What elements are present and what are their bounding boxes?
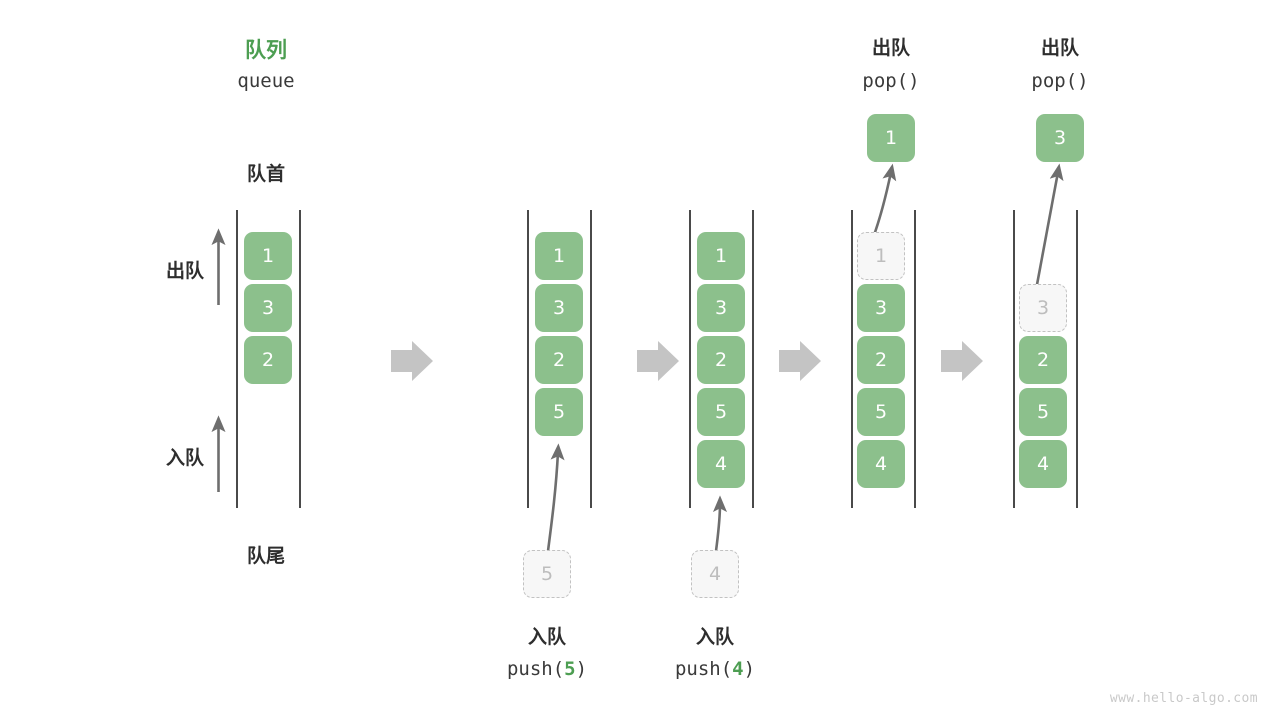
queue-cell: 2 — [697, 336, 745, 384]
incoming-element-ghost: 5 — [523, 550, 571, 598]
step-arrow-1 — [391, 341, 433, 381]
queue-rail-left-3 — [689, 210, 691, 508]
push-4-arrow — [712, 495, 728, 552]
queue-cell: 5 — [697, 388, 745, 436]
queue-cell: 2 — [1019, 336, 1067, 384]
queue-cell: 2 — [857, 336, 905, 384]
pop-1-header-cn: 出队 — [871, 37, 910, 59]
queue-cell: 3 — [857, 284, 905, 332]
pop-1-header-fn: pop() — [862, 70, 920, 92]
queue-cell: 3 — [535, 284, 583, 332]
popped-element: 3 — [1036, 114, 1084, 162]
step-arrow-4 — [941, 341, 983, 381]
queue-cell: 3 — [697, 284, 745, 332]
push-4-fn-suffix: ) — [743, 658, 756, 680]
rear-label: 队尾 — [246, 545, 285, 567]
enqueue-label: 入队 — [165, 447, 204, 469]
queue-cell: 5 — [857, 388, 905, 436]
queue-cell: 4 — [1019, 440, 1067, 488]
push-4-fn-arg: 4 — [732, 658, 744, 680]
queue-rail-right-2 — [590, 210, 592, 508]
step-arrow-2 — [637, 341, 679, 381]
queue-cell: 5 — [1019, 388, 1067, 436]
watermark: www.hello-algo.com — [1109, 691, 1258, 706]
page-title-cn: 队列 — [245, 38, 287, 62]
push-4-fn-prefix: push( — [674, 658, 733, 680]
queue-cell-removed: 3 — [1019, 284, 1067, 332]
page-title-en: queue — [237, 70, 295, 92]
queue-cell-removed: 1 — [857, 232, 905, 280]
queue-rail-right-4 — [914, 210, 916, 508]
queue-cell: 3 — [244, 284, 292, 332]
step-arrow-3 — [779, 341, 821, 381]
pop-3-header-fn: pop() — [1031, 70, 1089, 92]
queue-rail-right-3 — [752, 210, 754, 508]
push-5-caption-fn: push(5) — [482, 658, 612, 680]
queue-cell: 1 — [244, 232, 292, 280]
push-5-fn-suffix: ) — [575, 658, 588, 680]
queue-cell: 1 — [535, 232, 583, 280]
front-label: 队首 — [246, 163, 285, 185]
queue-cell: 2 — [244, 336, 292, 384]
push-5-caption-cn: 入队 — [527, 626, 566, 648]
queue-cell: 2 — [535, 336, 583, 384]
queue-rail-right-5 — [1076, 210, 1078, 508]
dequeue-label: 出队 — [165, 260, 204, 282]
queue-rail-right-1 — [299, 210, 301, 508]
pop-1-arrow — [871, 163, 897, 239]
queue-cell: 4 — [697, 440, 745, 488]
queue-cell: 1 — [697, 232, 745, 280]
queue-rail-left-4 — [851, 210, 853, 508]
push-5-fn-arg: 5 — [564, 658, 576, 680]
push-4-caption-cn: 入队 — [695, 626, 734, 648]
push-4-caption-fn: push(4) — [650, 658, 780, 680]
pop-3-header-cn: 出队 — [1040, 37, 1079, 59]
push-5-arrow — [546, 443, 565, 552]
queue-rail-left-1 — [236, 210, 238, 508]
queue-rail-left-2 — [527, 210, 529, 508]
queue-rail-left-5 — [1013, 210, 1015, 508]
queue-cell: 5 — [535, 388, 583, 436]
pop-3-arrow — [1034, 163, 1064, 291]
incoming-element-ghost: 4 — [691, 550, 739, 598]
queue-cell: 4 — [857, 440, 905, 488]
push-5-fn-prefix: push( — [506, 658, 565, 680]
popped-element: 1 — [867, 114, 915, 162]
